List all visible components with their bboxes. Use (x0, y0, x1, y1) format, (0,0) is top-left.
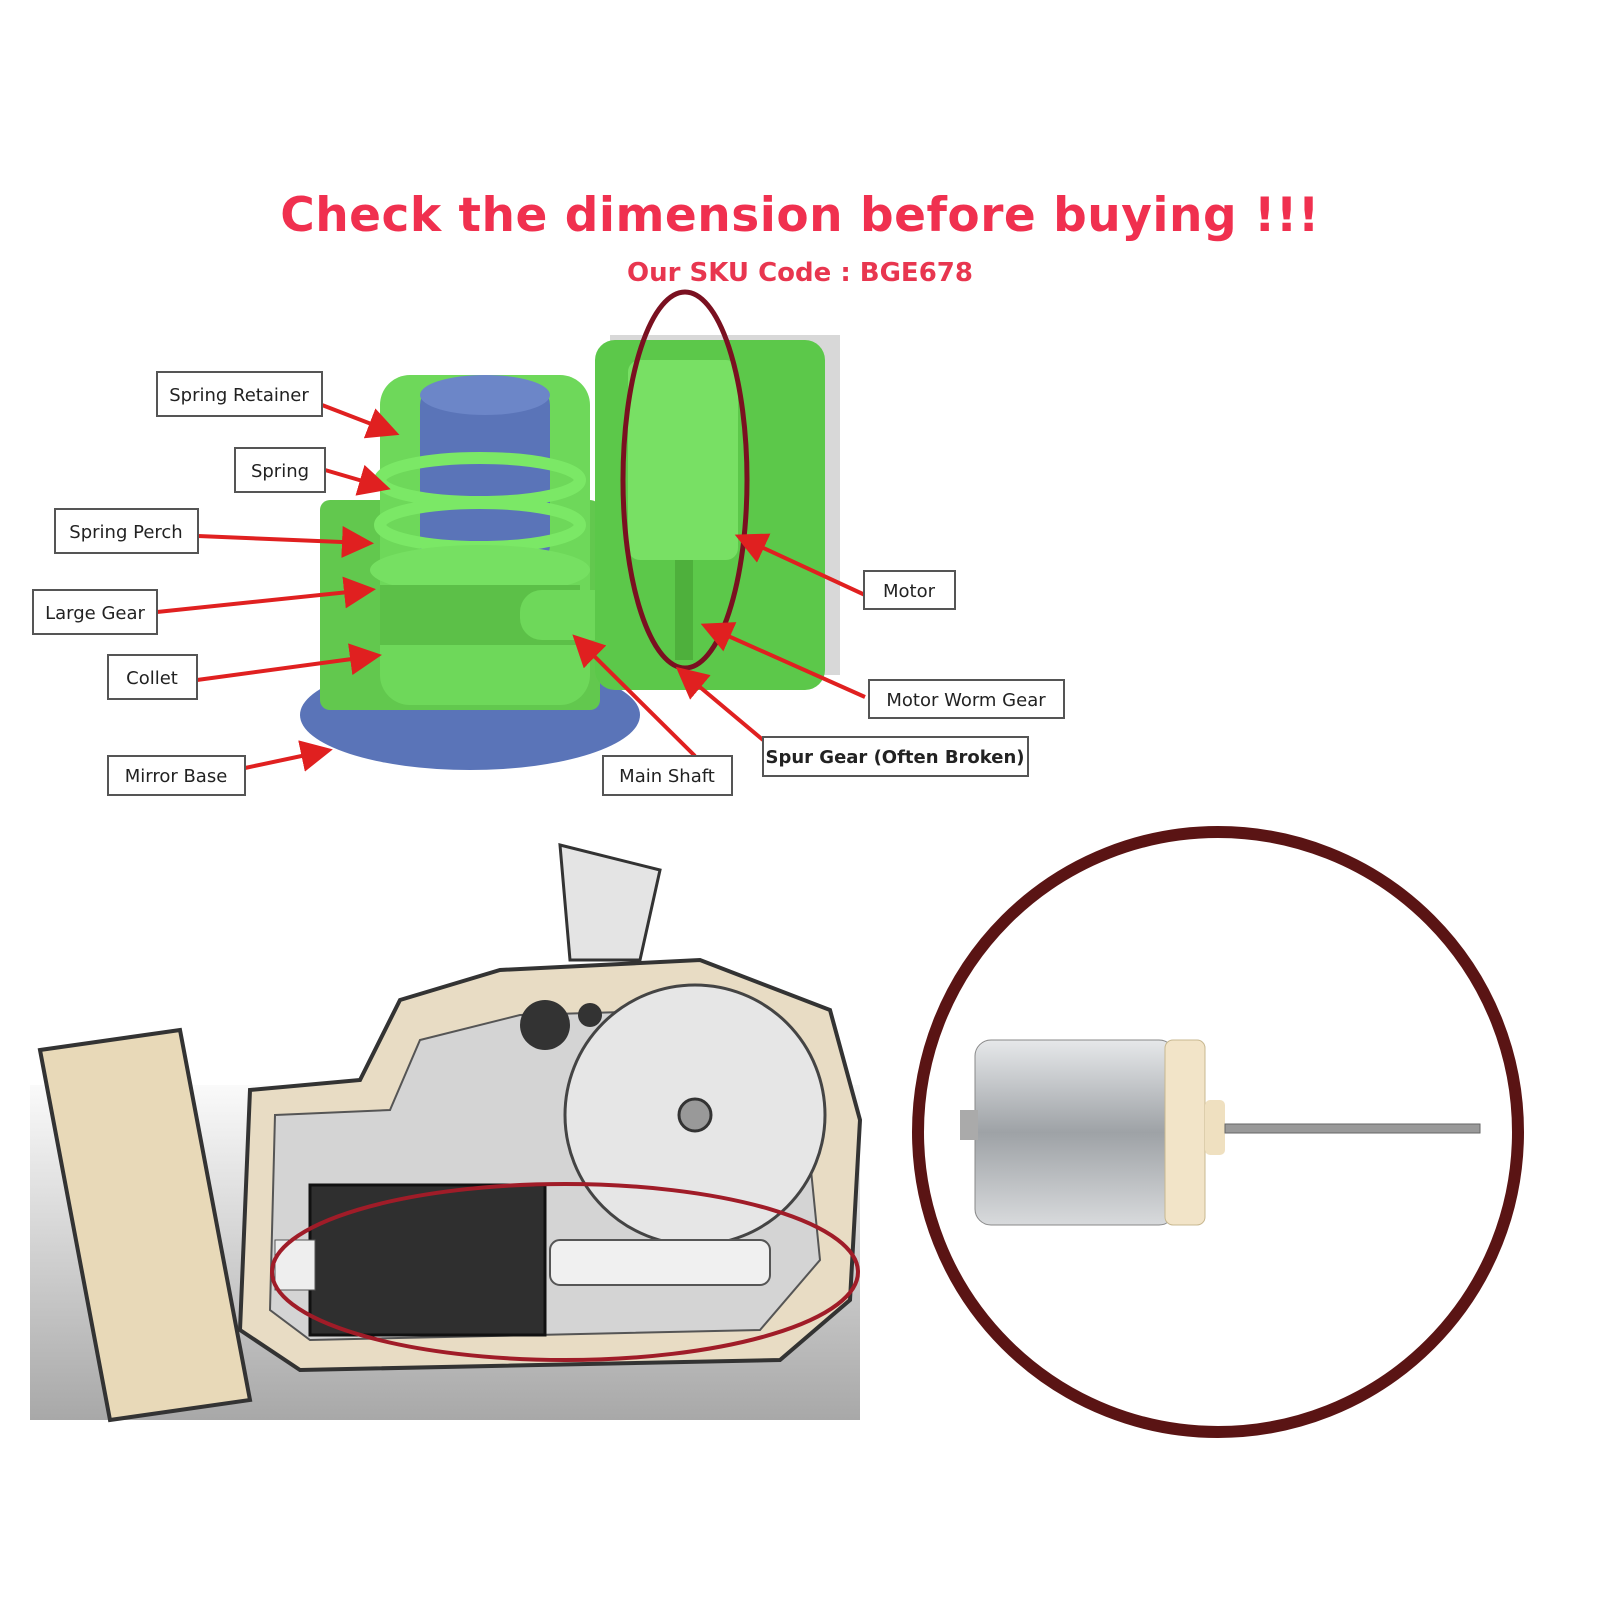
sku-code: Our SKU Code : BGE678 (627, 258, 973, 288)
worm-gear-cutaway (549, 1239, 771, 1286)
motor-cutaway (308, 1183, 547, 1337)
label-main-shaft: Main Shaft (619, 766, 715, 787)
mirror-panel (37, 1027, 253, 1423)
label-spring: Spring (251, 461, 309, 482)
label-collet: Collet (126, 668, 178, 689)
label-spring-retainer: Spring Retainer (169, 385, 309, 406)
motor-endcap (1164, 1039, 1206, 1226)
label-large-gear: Large Gear (45, 603, 145, 624)
cutaway-illustration (30, 843, 863, 1423)
page-title: Check the dimension before buying !!! (280, 188, 1320, 243)
label-motor-worm-gear: Motor Worm Gear (886, 690, 1046, 711)
motor-photo (912, 826, 1524, 1438)
motor-part (628, 360, 738, 560)
callout-arrows (156, 403, 866, 772)
motor-can (974, 1039, 1176, 1226)
label-motor: Motor (883, 581, 936, 602)
label-mirror-base: Mirror Base (125, 766, 228, 787)
label-spring-perch: Spring Perch (69, 522, 182, 543)
mirror-actuator-diagram (300, 289, 840, 770)
label-boxes (32, 371, 1065, 796)
main-shaft-part (420, 385, 550, 565)
worm-gear-part (675, 560, 693, 660)
motor-highlight-ellipse-2 (270, 1182, 860, 1362)
label-spur-gear: Spur Gear (Often Broken) (765, 747, 1024, 768)
motor-shaft (1224, 1123, 1481, 1134)
